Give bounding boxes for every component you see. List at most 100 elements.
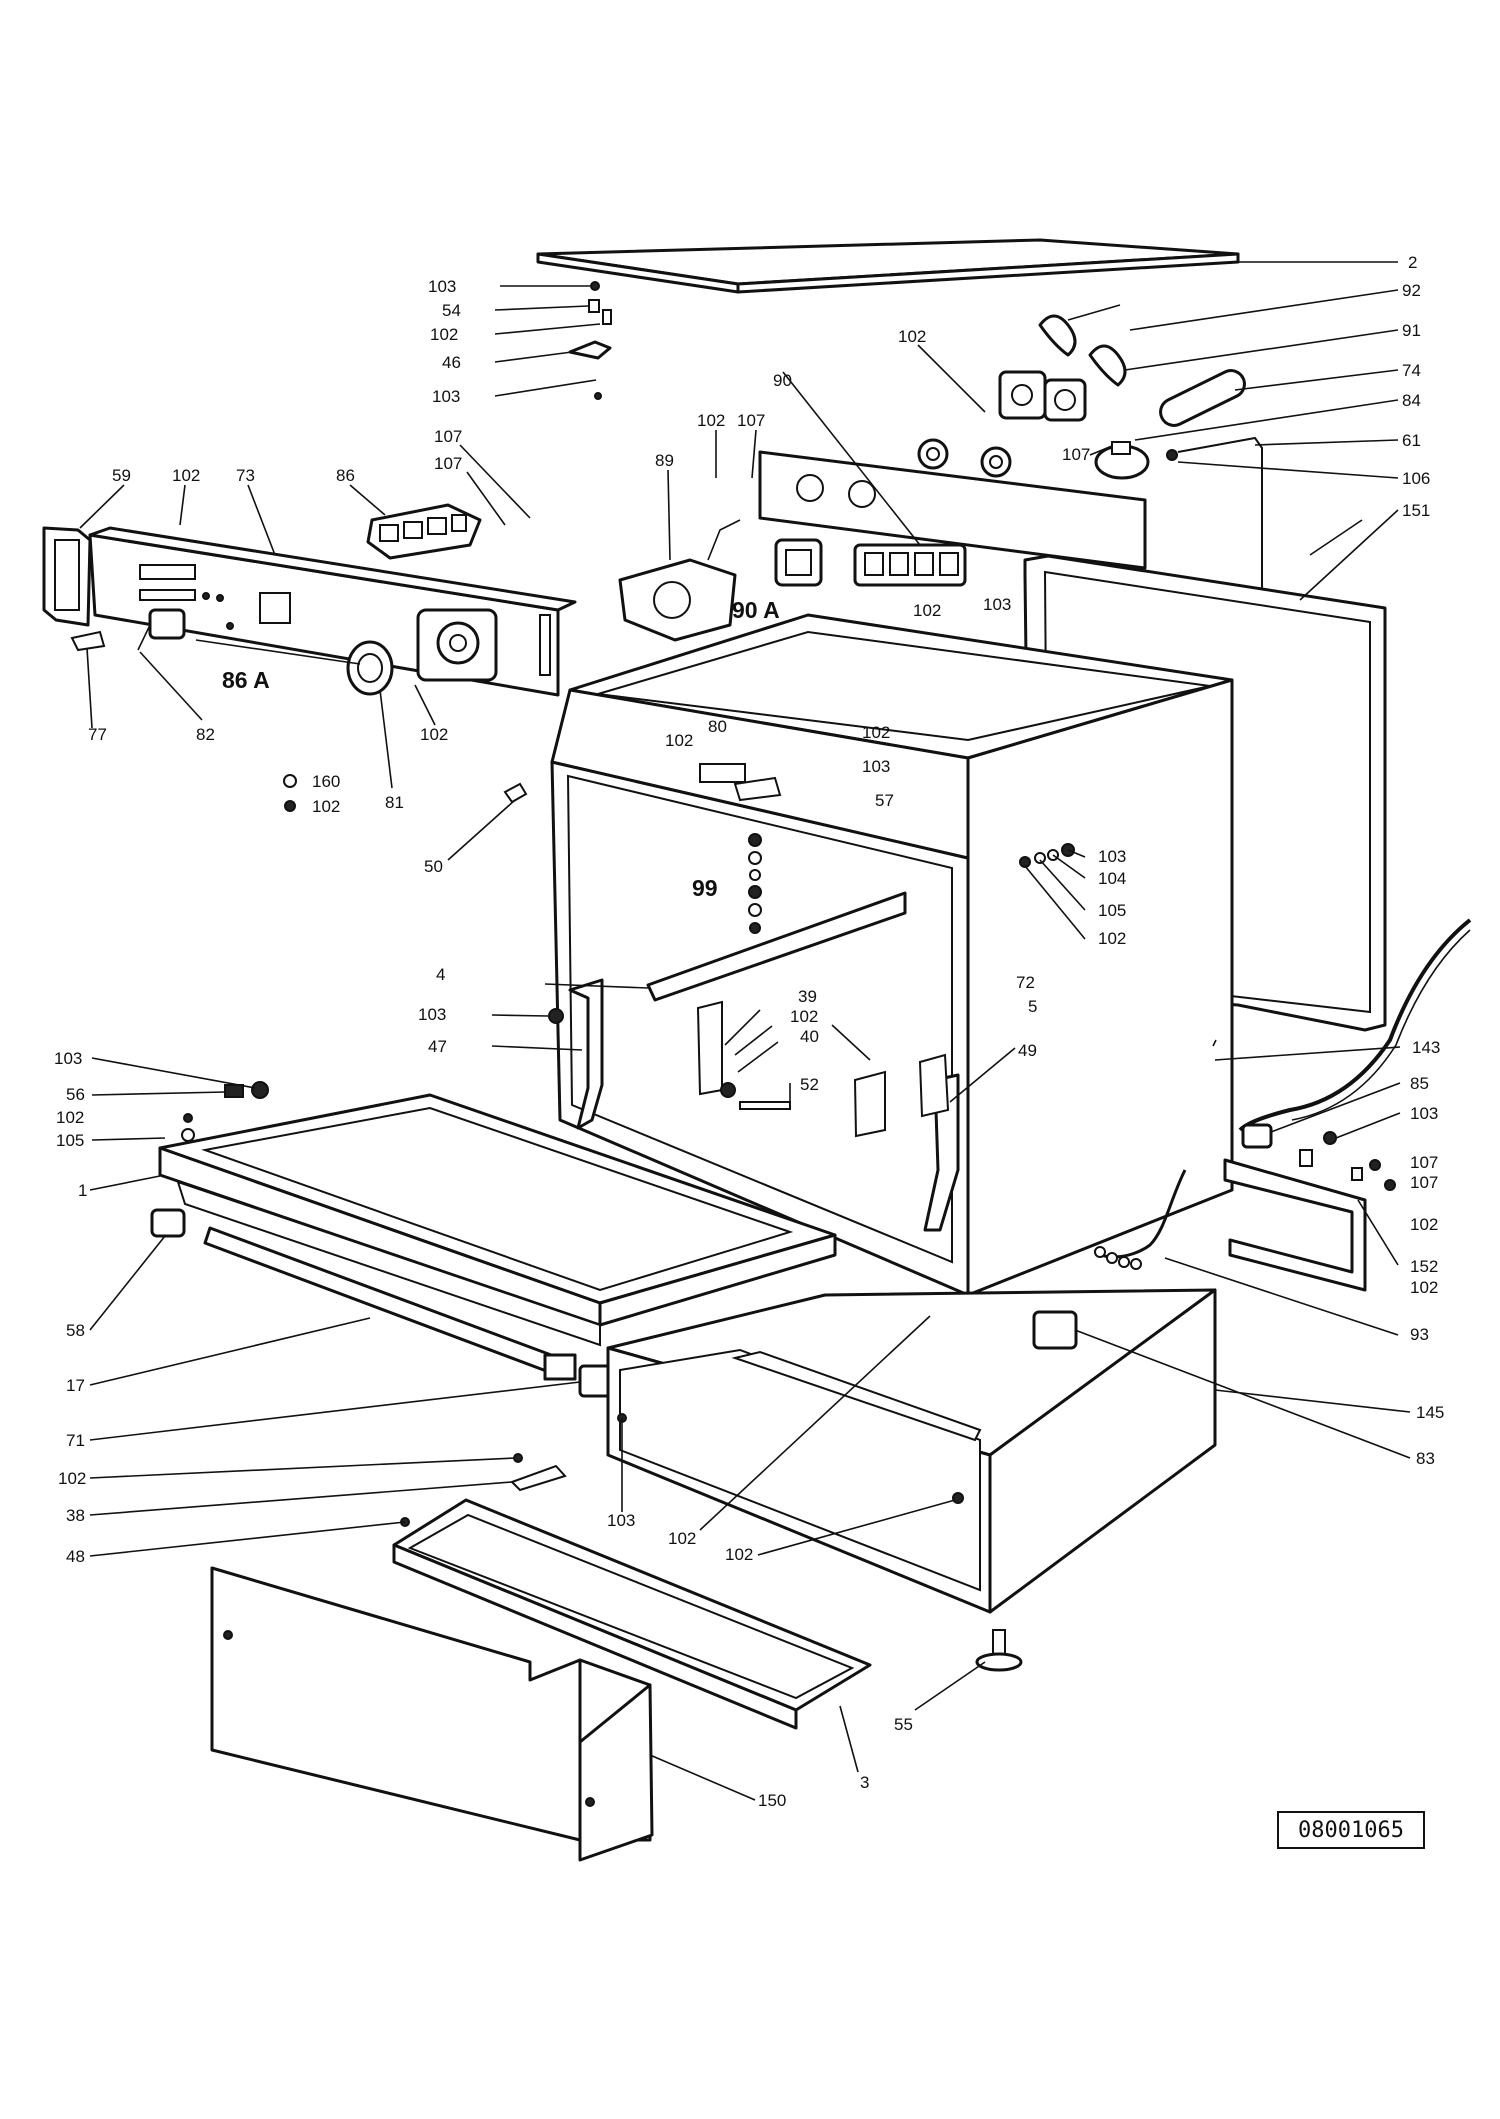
callout-label: 102 (898, 327, 926, 346)
part-front-plinth-150 (210, 1566, 654, 1862)
part-control-panel (88, 526, 577, 697)
part-thermostat-relay (998, 304, 1127, 422)
part-hinge-38 (510, 1453, 567, 1492)
part-box-83 (1032, 1310, 1078, 1350)
part-connector-85 (1241, 1123, 1337, 1167)
callout-label: 102 (1410, 1215, 1438, 1234)
callout-label: 40 (800, 1027, 819, 1046)
callout-label: 107 (1410, 1153, 1438, 1172)
callout-label: 91 (1402, 321, 1421, 340)
callout-label: 151 (1402, 501, 1430, 520)
callout-label: 93 (1410, 1325, 1429, 1344)
callout-label: 84 (1402, 391, 1421, 410)
callout-label: 103 (428, 277, 456, 296)
callout-label: 107 (434, 454, 462, 473)
part-fastener-stack-99 (748, 833, 762, 934)
part-ring-gaskets (917, 438, 1012, 478)
part-programmer-86 (366, 503, 482, 560)
callout-label: 56 (66, 1085, 85, 1104)
callout-label: 90 A (732, 597, 780, 623)
callout-label: 105 (1098, 901, 1126, 920)
callout-label: 150 (758, 1791, 786, 1810)
callout-label: 103 (983, 595, 1011, 614)
callout-label: 71 (66, 1431, 85, 1450)
callout-label: 4 (436, 965, 445, 984)
callout-label: 38 (66, 1506, 85, 1525)
callout-label: 61 (1402, 431, 1421, 450)
callout-label: 39 (798, 987, 817, 1006)
callout-label: 54 (442, 301, 461, 320)
part-mains-cable (1238, 918, 1472, 1132)
drawing-number: 08001065 (1277, 1811, 1425, 1849)
part-plinth-box-145 (606, 1288, 1217, 1614)
callout-label: 102 (420, 725, 448, 744)
callout-label: 102 (58, 1469, 86, 1488)
part-cylinder-74 (1159, 369, 1246, 427)
callout-label: 85 (1410, 1074, 1429, 1093)
part-worktop (536, 238, 1240, 294)
callout-label: 52 (800, 1075, 819, 1094)
callout-label: 50 (424, 857, 443, 876)
callout-label: 90 (773, 371, 792, 390)
part-hinge-72 (831, 1024, 950, 1138)
part-hose-spring (1093, 1169, 1187, 1270)
callout-label: 103 (54, 1049, 82, 1068)
callout-label: 102 (913, 601, 941, 620)
leader-lines (79, 261, 1411, 1801)
callout-label: 145 (1416, 1403, 1444, 1422)
callout-label: 81 (385, 793, 404, 812)
callout-label: 48 (66, 1547, 85, 1566)
part-cabinet (550, 613, 1234, 1297)
callout-label: 47 (428, 1037, 447, 1056)
part-washers-160 (283, 774, 297, 812)
callout-label: 103 (1410, 1104, 1438, 1123)
callout-label: 152 (1410, 1257, 1438, 1276)
callout-label: 82 (196, 725, 215, 744)
callout-label: 103 (862, 757, 890, 776)
callout-label: 102 (312, 797, 340, 816)
callout-label: 72 (1016, 973, 1035, 992)
callout-label: 74 (1402, 361, 1421, 380)
callout-label: 83 (1416, 1449, 1435, 1468)
callout-label: 49 (1018, 1041, 1037, 1060)
part-pressure-switch (1094, 436, 1263, 600)
part-end-cap (42, 526, 92, 627)
callout-label: 107 (1062, 445, 1090, 464)
callout-label: 99 (692, 875, 718, 901)
callout-label: 107 (434, 427, 462, 446)
callout-label: 102 (1098, 929, 1126, 948)
callout-label: 17 (66, 1376, 85, 1395)
callout-label: 59 (112, 466, 131, 485)
part-bracket-152 (1223, 1158, 1396, 1292)
part-bracket-80 (699, 763, 782, 802)
part-crossbar-4 (646, 891, 907, 1002)
part-relay-block (853, 543, 967, 587)
part-labels: 2 92 91 74 84 61 106 151 103 54 102 46 1… (54, 253, 1444, 1810)
callout-label: 107 (737, 411, 765, 430)
part-clip-50 (503, 782, 528, 804)
callout-label: 73 (236, 466, 255, 485)
callout-label: 102 (665, 731, 693, 750)
callout-label: 102 (172, 466, 200, 485)
part-selector-86a (70, 608, 186, 652)
callout-label: 103 (1098, 847, 1126, 866)
part-pump-motor (618, 519, 741, 642)
callout-label: 103 (432, 387, 460, 406)
callout-label: 102 (790, 1007, 818, 1026)
callout-label: 2 (1408, 253, 1417, 272)
callout-label: 3 (860, 1773, 869, 1792)
part-kickboard-3 (392, 1498, 872, 1730)
callout-label: 58 (66, 1321, 85, 1340)
callout-label: 80 (708, 717, 727, 736)
part-bracket-39 (696, 1000, 791, 1110)
callout-label: 102 (430, 325, 458, 344)
part-catch-58 (150, 1208, 186, 1238)
callout-label: 102 (725, 1545, 753, 1564)
part-rail-17 (203, 1226, 577, 1381)
callout-label: 102 (1410, 1278, 1438, 1297)
callout-label: 103 (607, 1511, 635, 1530)
callout-label: 77 (88, 725, 107, 744)
part-foot-55 (975, 1629, 1023, 1672)
part-module-90a (774, 538, 823, 587)
